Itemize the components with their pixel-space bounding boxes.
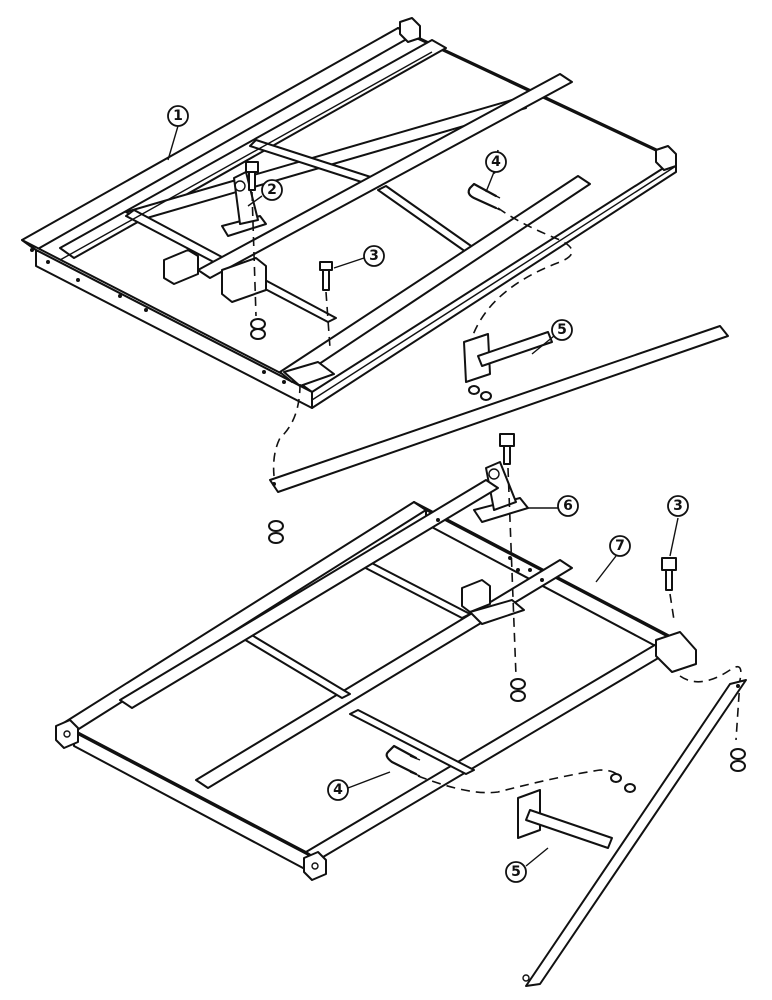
upper-bolt-3	[319, 261, 333, 291]
assembly-line-lower-4	[679, 665, 742, 741]
assembly-line-upper-3	[325, 291, 331, 349]
callout-5-lower-label: 5	[511, 864, 521, 880]
callout-3-lower: 3	[667, 495, 689, 557]
assembly-line-lower-2	[507, 467, 517, 677]
upper-u-bolt	[467, 182, 501, 211]
lower-brace	[517, 679, 747, 987]
callout-2-label: 2	[267, 182, 277, 198]
callout-5-upper: 5	[531, 319, 573, 355]
callout-4-lower-label: 4	[333, 782, 343, 798]
callout-3-upper: 3	[333, 245, 385, 269]
callout-1: 1	[167, 105, 189, 161]
callout-6: 6	[528, 495, 579, 517]
callout-1-label: 1	[173, 108, 183, 124]
upper-nuts	[250, 318, 266, 340]
callout-5-upper-label: 5	[557, 322, 567, 338]
assembly-line-lower-3	[669, 593, 675, 621]
callout-7-label: 7	[615, 538, 625, 554]
assembly-line-upper-2	[251, 191, 257, 317]
callout-7: 7	[595, 535, 631, 583]
upper-frame	[21, 17, 677, 409]
callout-2: 2	[247, 179, 283, 207]
upper-bolt-2	[245, 161, 259, 191]
callout-6-label: 6	[563, 498, 573, 514]
callout-3-lower-label: 3	[673, 498, 683, 514]
assembly-line-upper-4	[272, 383, 301, 477]
assembly-line-lower-1	[417, 769, 621, 794]
callout-3-upper-label: 3	[369, 248, 379, 264]
callout-4-upper: 4	[485, 151, 507, 193]
lower-nuts-center	[510, 678, 526, 702]
lower-u-bolt	[385, 744, 421, 777]
callout-5-lower: 5	[505, 847, 549, 883]
callout-4-upper-label: 4	[491, 154, 501, 170]
lower-frame	[55, 479, 697, 881]
lower-bolt-3	[661, 557, 677, 591]
upper-brace	[269, 325, 729, 493]
lower-nuts-right	[730, 748, 746, 772]
mid-bolt	[499, 433, 515, 465]
mid-nuts	[268, 520, 284, 544]
callout-4-lower: 4	[327, 771, 391, 801]
assembly-line-upper-1	[467, 207, 573, 353]
